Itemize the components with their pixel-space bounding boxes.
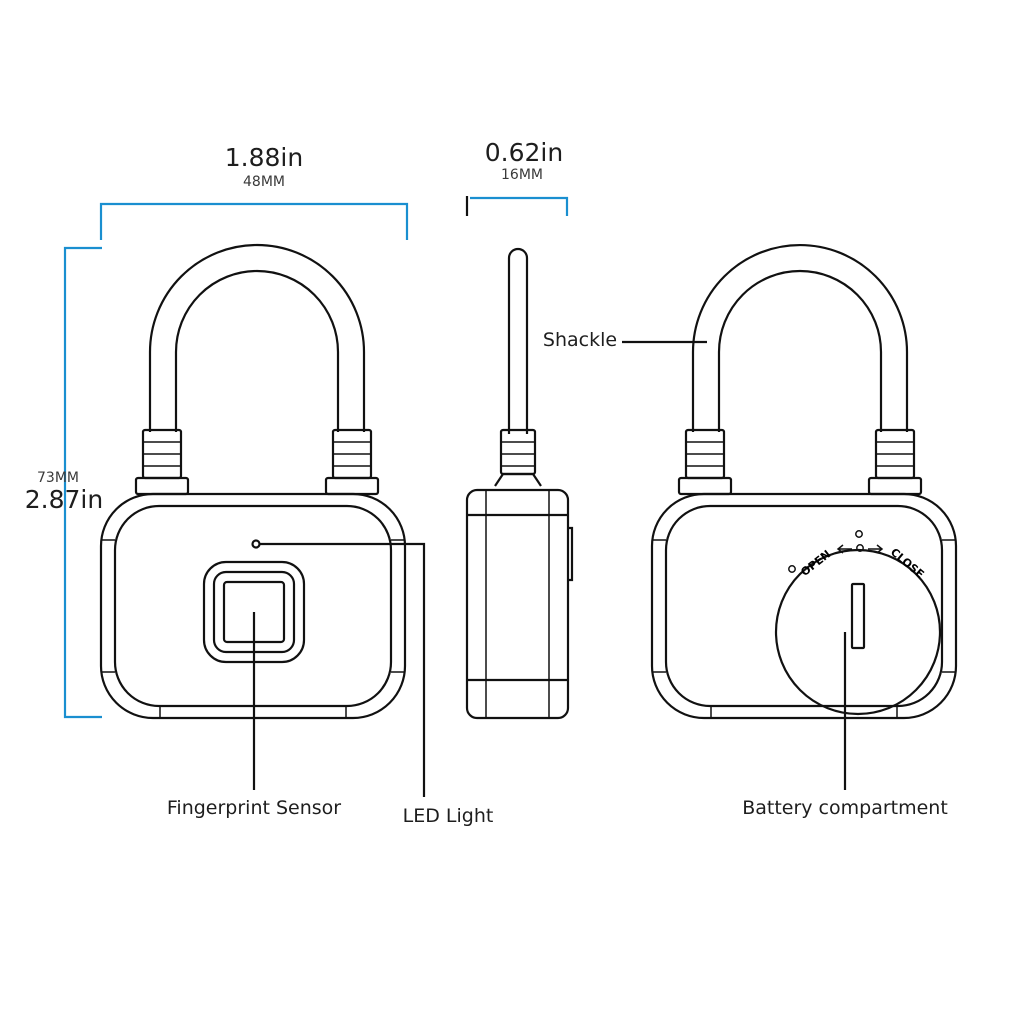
fingerprint-sensor-label: Fingerprint Sensor (167, 797, 341, 819)
led-light-dot (251, 539, 261, 549)
arrow-left-icon (836, 544, 852, 554)
height-inches-label: 2.87in (25, 485, 103, 514)
width-dimension: 1.88in 48MM (99, 143, 409, 240)
led-light-label: LED Light (403, 805, 494, 827)
back-body (650, 492, 958, 720)
height-dimension: 73MM 2.87in (25, 246, 103, 719)
depth-mm-label: 16MM (501, 167, 543, 183)
width-inches-label: 1.88in (225, 143, 303, 172)
battery-compartment-label: Battery compartment (742, 797, 948, 819)
rotate-center-dot (856, 544, 864, 552)
back-view: OPEN CLOSE (650, 243, 958, 720)
height-mm-label: 73MM (37, 470, 79, 486)
open-indicator-dot (788, 565, 796, 573)
depth-dimension: 0.62in 16MM (465, 138, 569, 216)
center-indicator-dot (855, 530, 863, 538)
fingerprint-callout: Fingerprint Sensor (167, 612, 341, 819)
shackle-callout: Shackle (543, 329, 707, 351)
back-shackle (677, 243, 923, 496)
arrow-right-icon (868, 544, 884, 554)
depth-inches-label: 0.62in (485, 138, 563, 167)
open-label: OPEN (798, 548, 833, 579)
width-mm-label: 48MM (243, 174, 285, 190)
led-callout: LED Light (260, 542, 494, 827)
close-label: CLOSE (888, 546, 927, 581)
battery-callout: Battery compartment (742, 632, 948, 819)
side-view (465, 247, 574, 720)
shackle-label: Shackle (543, 329, 617, 351)
battery-cover: OPEN CLOSE (774, 530, 942, 716)
front-shackle (134, 243, 380, 496)
